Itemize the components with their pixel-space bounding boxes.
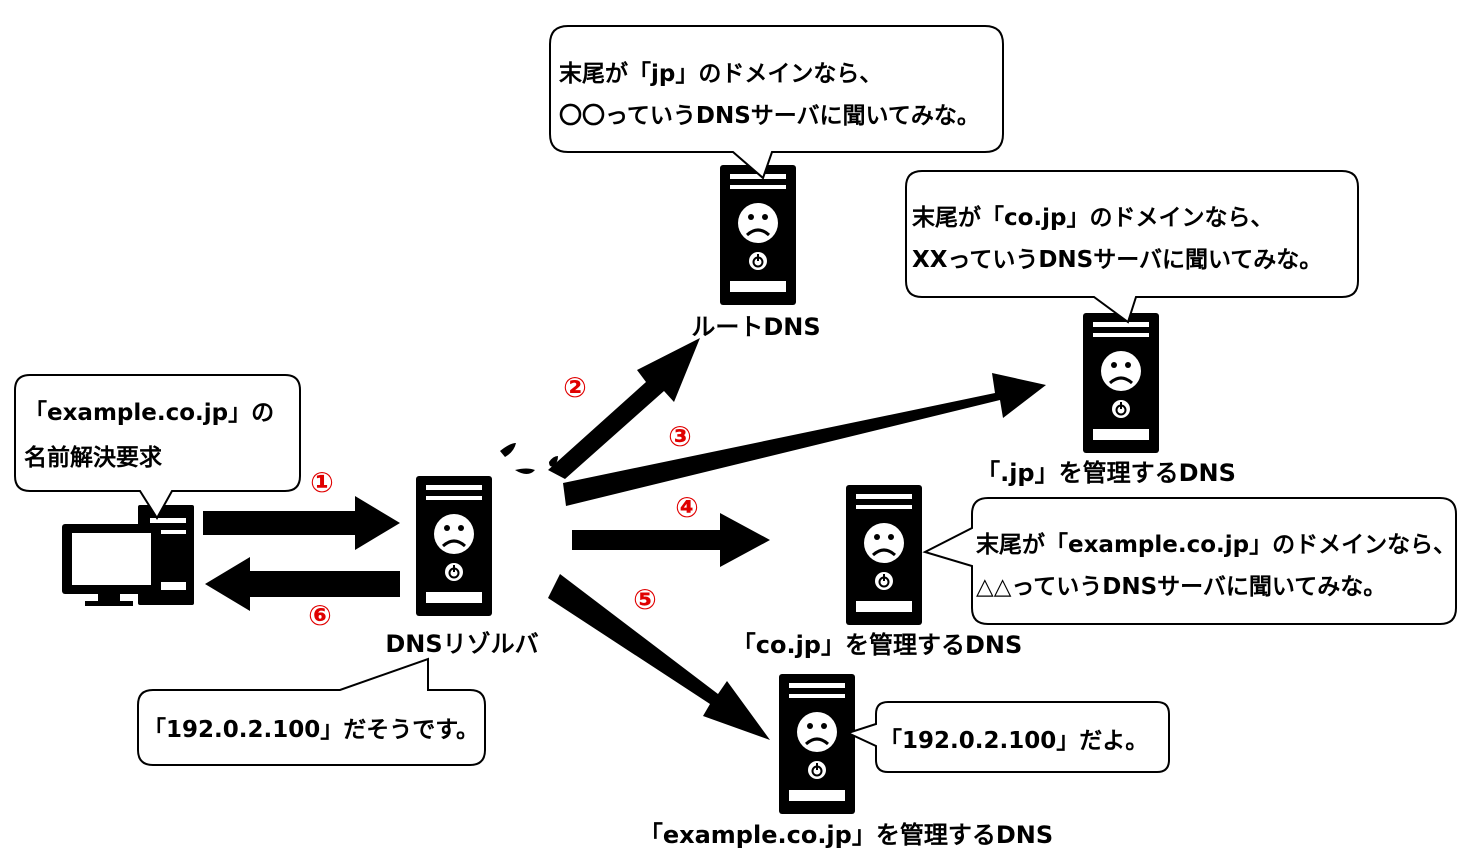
step-numbers: ① ② ③ ④ ⑤ ⑥ [308, 371, 699, 632]
arrow-3-to-jp [563, 373, 1046, 506]
node-labels: ルートDNS 「.jp」を管理するDNS 「co.jp」を管理するDNS 「ex… [385, 313, 1236, 849]
bubble-client-request: 「example.co.jp」の 名前解決要求 [14, 374, 301, 520]
jp-dns-label: 「.jp」を管理するDNS [976, 459, 1236, 487]
example-dns-server-icon [777, 672, 857, 816]
bubble-root-reply: 末尾が「jp」のドメインなら、 〇〇っていうDNSサーバに聞いてみな。 [549, 25, 1004, 180]
bubble-cojp-reply: 末尾が「example.co.jp」のドメインなら、 △△っていうDNSサーバに… [922, 497, 1457, 625]
step-5: ⑤ [633, 583, 657, 616]
arrow-4-to-cojp [572, 513, 770, 567]
example-reply-text: 「192.0.2.100」だよ。 [879, 728, 1148, 754]
bubble-resolver-reply: 「192.0.2.100」だそうです。 [137, 657, 486, 766]
cojp-reply-line-1: 末尾が「example.co.jp」のドメインなら、 [976, 531, 1456, 558]
step-1: ① [310, 466, 334, 499]
arrow-5-to-example [548, 574, 770, 740]
root-reply-line-2: 〇〇っていうDNSサーバに聞いてみな。 [559, 103, 980, 129]
root-reply-line-1: 末尾が「jp」のドメインなら、 [559, 60, 882, 87]
bubble-jp-reply: 末尾が「co.jp」のドメインなら、 XXっていうDNSサーバに聞いてみな。 [905, 170, 1359, 324]
jp-reply-line-1: 末尾が「co.jp」のドメインなら、 [912, 204, 1274, 231]
step-6: ⑥ [308, 599, 332, 632]
resolver-server-icon [414, 474, 494, 618]
arrow-6-response [205, 557, 400, 611]
example-dns-label: 「example.co.jp」を管理するDNS [639, 821, 1053, 849]
root-dns-label: ルートDNS [691, 313, 820, 341]
client-computer-icon [62, 505, 194, 606]
jp-reply-line-2: XXっていうDNSサーバに聞いてみな。 [912, 247, 1322, 273]
arrow-2-to-root [548, 338, 700, 479]
jp-dns-server-icon [1081, 311, 1161, 455]
bubble-example-reply: 「192.0.2.100」だよ。 [845, 701, 1170, 773]
resolver-reply-text: 「192.0.2.100」だそうです。 [143, 717, 479, 743]
arrow-1-request [203, 496, 400, 550]
client-request-line-2: 名前解決要求 [24, 444, 162, 471]
cojp-dns-label: 「co.jp」を管理するDNS [732, 631, 1023, 659]
cojp-reply-line-2: △△っていうDNSサーバに聞いてみな。 [976, 574, 1386, 600]
resolver-label: DNSリゾルバ [385, 630, 538, 658]
arrows [203, 338, 1046, 740]
step-2: ② [563, 371, 587, 404]
cojp-dns-server-icon [844, 483, 924, 627]
step-4: ④ [675, 491, 699, 524]
client-request-line-1: 「example.co.jp」の [24, 400, 274, 426]
step-3: ③ [668, 420, 692, 453]
sweat-drops-icon [500, 443, 558, 474]
root-dns-server-icon [718, 163, 798, 307]
